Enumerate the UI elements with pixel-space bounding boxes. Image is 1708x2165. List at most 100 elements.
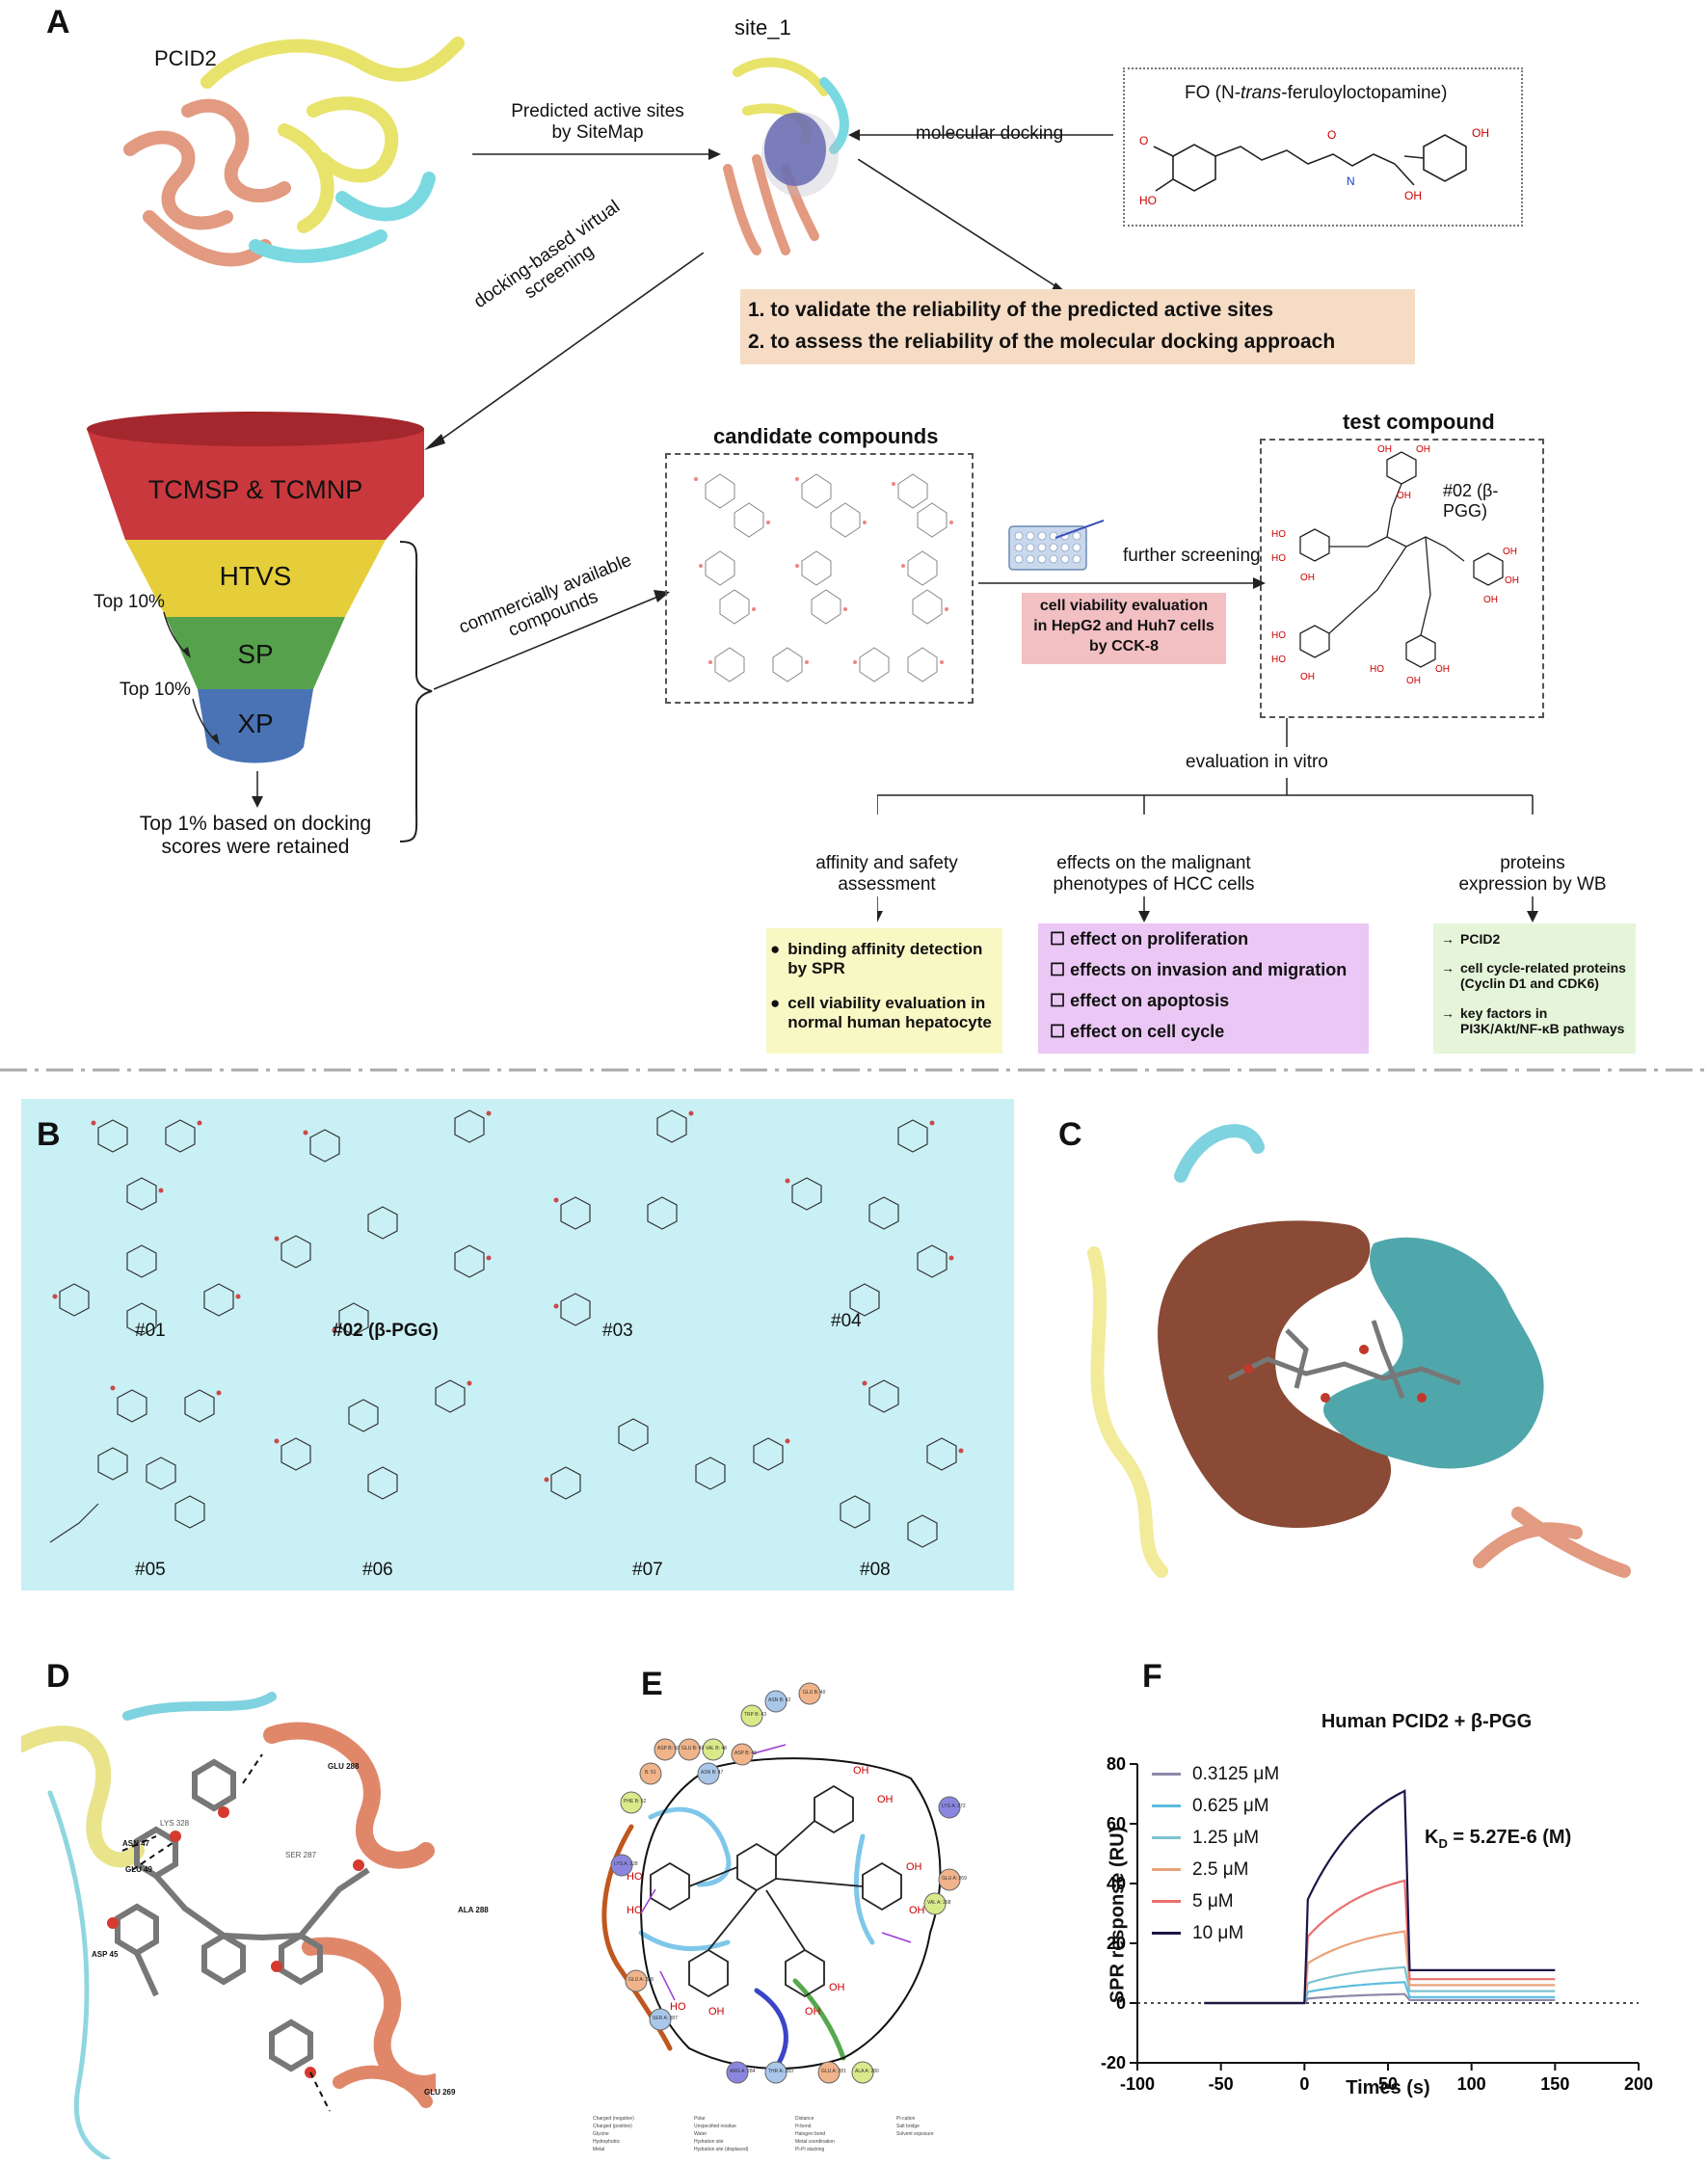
svg-text:N: N (1347, 174, 1355, 188)
residue-glu-a269: GLU A: 269 (942, 1876, 967, 1882)
funnel-labels: TCMSP & TCMNP HTVS SP XP (87, 410, 424, 771)
x-tick-label: 100 (1457, 2074, 1486, 2094)
y-tick-label: -20 (1101, 2053, 1126, 2072)
arrow-bullet-icon: → (1441, 1005, 1454, 1036)
legend-swatch (1152, 1773, 1181, 1776)
branch-2-box: ☐ effect on proliferation ☐ effects on i… (1038, 923, 1369, 1054)
compound-label-04: #04 (831, 1311, 862, 1332)
sitemap-label: Predicted active sites by SiteMap (496, 101, 699, 144)
branch-3-item-2-text: cell cycle-related proteins (Cyclin D1 a… (1460, 960, 1630, 991)
x-tick-label: 150 (1540, 2074, 1569, 2094)
legend-item: Distance (795, 2116, 896, 2124)
branch-2-item-3-text: effect on apoptosis (1070, 991, 1229, 1010)
legend-entry: 0.3125 μM (1152, 1764, 1279, 1785)
panel-a-label: A (46, 4, 70, 41)
legend-label: 5 μM (1192, 1891, 1234, 1911)
residue-label-ser287: SER 287 (285, 1851, 316, 1859)
svg-text:OH: OH (1435, 664, 1450, 675)
svg-text:O: O (1327, 128, 1336, 142)
legend-item: H-bond (795, 2124, 896, 2131)
arrow-bullet-icon: → (1441, 931, 1454, 947)
svg-text:OH: OH (1300, 672, 1315, 682)
checkbox-icon: ☐ (1050, 929, 1070, 949)
residue-thr-a283: THR A: 283 (768, 2069, 793, 2074)
branch-3-item-1: → PCID2 (1441, 931, 1630, 947)
branch-3-box: →PCID2 →cell cycle-related proteins (Cyc… (1433, 923, 1636, 1054)
compound-label-08: #08 (860, 1560, 891, 1581)
funnel-stage-tcm: TCMSP & TCMNP (87, 475, 424, 505)
surface-docking-image (1055, 1109, 1634, 1600)
spr-chart: -100-50050100150200-20020406080 (1060, 1735, 1658, 2130)
compound-label-01: #01 (135, 1321, 166, 1342)
legend-item: Hydration site (displaced) (694, 2147, 795, 2154)
svg-text:OH: OH (1503, 547, 1517, 557)
interaction-legend: Charged (negative) Polar Distance Pi-cat… (593, 2116, 998, 2154)
x-tick-label: -100 (1120, 2074, 1155, 2094)
legend-item: Pi-Pi stacking (795, 2147, 896, 2154)
compound-structures (21, 1099, 1014, 1590)
legend-label: 0.625 μM (1192, 1796, 1269, 1816)
cck8-box: cell viability evaluation in HepG2 and H… (1022, 593, 1226, 664)
residue-b51: B: 51 (645, 1770, 656, 1776)
compound-label-03: #03 (602, 1321, 633, 1342)
residue-label-lys328: LYS 328 (160, 1819, 189, 1828)
legend-item: Hydrophobic (593, 2139, 694, 2147)
legend-item: Solvent exposure (896, 2131, 998, 2139)
svg-text:OH: OH (1300, 573, 1315, 583)
funnel-stage-sp: SP (87, 639, 424, 670)
bullet-icon: ● (770, 940, 780, 978)
branch-3-item-1-text: PCID2 (1460, 931, 1500, 947)
microplate-icon (1007, 519, 1108, 572)
legend-item: Pi-cation (896, 2116, 998, 2124)
ligand-title: FO (N-trans-feruloyloctopamine) (1185, 83, 1447, 104)
kd-subscript: D (1438, 1836, 1447, 1851)
svg-text:OH: OH (1416, 444, 1430, 455)
checkbox-icon: ☐ (1050, 991, 1070, 1010)
compound-label-06: #06 (362, 1560, 393, 1581)
svg-text:OH: OH (1505, 575, 1519, 586)
spr-legend: 0.3125 μM0.625 μM1.25 μM2.5 μM5 μM10 μM (1152, 1764, 1345, 1957)
funnel-stage-htvs: HTVS (87, 561, 424, 592)
residue-trp-b43: TRP B: 43 (744, 1712, 766, 1718)
branch-2-item-3: ☐ effect on apoptosis (1050, 991, 1229, 1011)
legend-label: 1.25 μM (1192, 1828, 1259, 1848)
arrow-to-validation (858, 159, 1080, 304)
panel-f-label: F (1142, 1658, 1162, 1696)
ligand-box: FO (N-trans-feruloyloctopamine) O N OH O… (1123, 67, 1523, 227)
spr-chart-title: Human PCID2 + β-PGG (1272, 1711, 1581, 1733)
svg-text:HO: HO (1139, 194, 1157, 207)
ligand-title-suffix: -feruloyloctopamine) (1281, 83, 1447, 103)
checkbox-icon: ☐ (1050, 960, 1070, 979)
branch-3-item-2: →cell cycle-related proteins (Cyclin D1 … (1441, 960, 1630, 991)
residue-phe-b52: PHE B: 52 (624, 1799, 646, 1804)
binding-mode-3d-image (21, 1677, 436, 2159)
residue-asp-b45: ASP B: 45 (734, 1751, 757, 1756)
funnel-stage-xp: XP (87, 708, 424, 739)
legend-entry: 5 μM (1152, 1891, 1234, 1912)
fo-ligand-structure: O N OH OH HO O (1134, 108, 1515, 224)
ligand-title-italic: trans (1241, 83, 1281, 103)
bullet-icon: ● (770, 994, 780, 1032)
legend-swatch (1152, 1868, 1181, 1871)
kd-annotation: KD = 5.27E-6 (M) (1425, 1827, 1571, 1851)
residue-glu-b49: GLU B: 49 (681, 1746, 704, 1751)
branch-2-item-4: ☐ effect on cell cycle (1050, 1022, 1224, 1042)
residue-ser-a287: SER A: 287 (653, 2016, 678, 2021)
funnel-bracket (395, 540, 434, 843)
candidate-compounds-box (665, 453, 974, 704)
kd-value: = 5.27E-6 (M) (1448, 1827, 1571, 1848)
candidate-structures (667, 455, 972, 702)
legend-entry: 10 μM (1152, 1923, 1243, 1944)
validation-2: 2. to assess the reliability of the mole… (748, 331, 1335, 354)
legend-item: Glycine (593, 2131, 694, 2139)
svg-text:O: O (1139, 134, 1148, 147)
arrow-sitemap (472, 145, 723, 164)
legend-label: 10 μM (1192, 1923, 1243, 1943)
top10-arrow-a (159, 612, 198, 660)
residue-ala-a280: ALA A: 280 (855, 2069, 879, 2074)
arrow-virtual-screening (424, 253, 713, 455)
residue-label-glu288: GLU 288 (328, 1762, 359, 1771)
branch-1-title: affinity and safety assessment (795, 853, 978, 895)
validation-box: 1. to validate the reliability of the pr… (740, 289, 1415, 364)
